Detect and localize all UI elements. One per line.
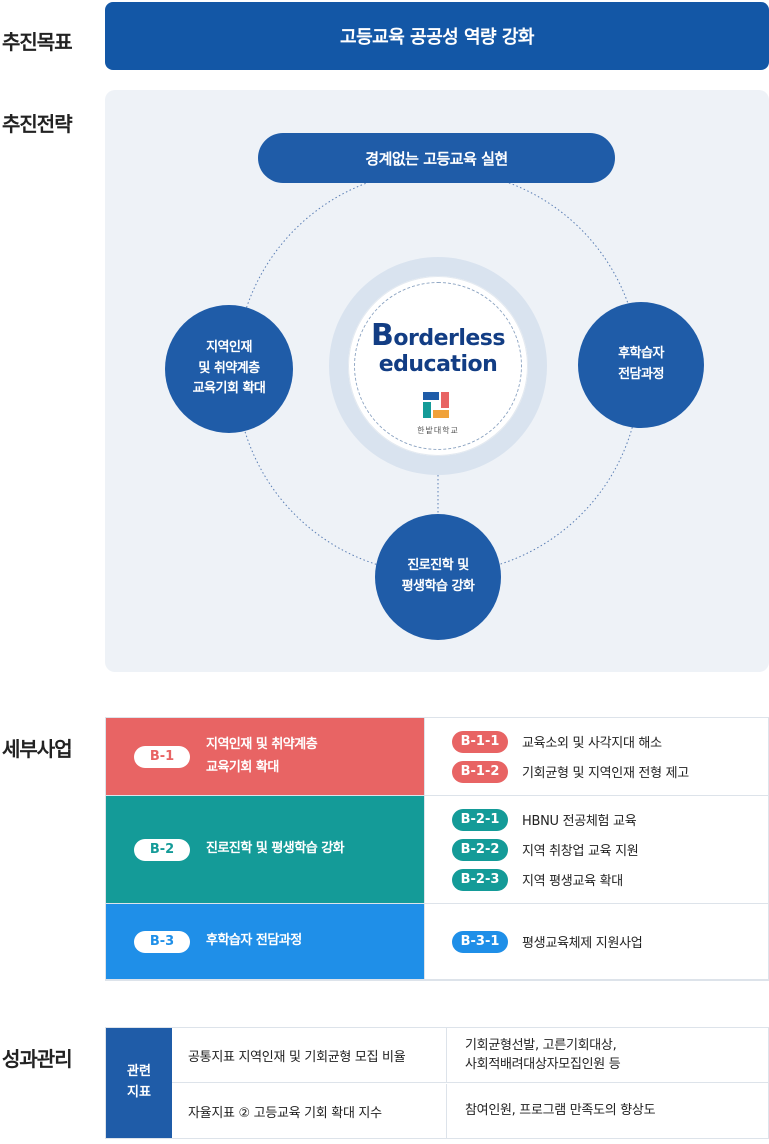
strategy-circle-right: 후학습자 전담과정 xyxy=(578,302,704,428)
performance-row: 자율지표 ② 고등교육 기회 확대 지수 참여인원, 프로그램 만족도의 향상도 xyxy=(172,1084,768,1138)
details-row-b1-items: B-1-1 교육소외 및 사각지대 해소 B-1-2 기회균형 및 지역인재 전… xyxy=(424,718,768,795)
brand-title-line2: education xyxy=(378,352,498,377)
details-row-b1-header: B-1 지역인재 및 취약계층 교육기회 확대 xyxy=(106,718,424,795)
performance-indicator: 자율지표 ② 고등교육 기회 확대 지수 xyxy=(172,1084,447,1138)
strategy-circle-bottom-text: 진로진학 및 평생학습 강화 xyxy=(401,558,475,594)
strategy-circle-bottom: 진로진학 및 평생학습 강화 xyxy=(375,514,501,640)
details-row-title: 진로진학 및 평생학습 강화 xyxy=(206,841,345,857)
brand-rest: orderless xyxy=(393,326,505,351)
strategy-top-pill: 경계없는 고등교육 실현 xyxy=(258,133,615,183)
details-table: B-1 지역인재 및 취약계층 교육기회 확대 B-1-1 교육소외 및 사각지… xyxy=(105,717,769,981)
strategy-circle-left: 지역인재 및 취약계층 교육기회 확대 xyxy=(165,305,293,433)
details-item: B-2-3 지역 평생교육 확대 xyxy=(452,868,768,891)
details-label: 세부사업 xyxy=(2,737,73,761)
performance-label: 성과관리 xyxy=(2,1047,73,1071)
brand-initial: B xyxy=(370,318,394,353)
details-item-text: HBNU 전공체험 교육 xyxy=(522,814,637,829)
details-item-badge: B-3-1 xyxy=(452,930,508,953)
details-item-badge: B-1-2 xyxy=(452,760,508,783)
details-code-badge: B-2 xyxy=(134,838,190,861)
details-row-title: 후학습자 전담과정 xyxy=(206,933,302,949)
details-row-b3-items: B-3-1 평생교육체제 지원사업 xyxy=(424,904,768,979)
details-item-badge: B-2-1 xyxy=(452,808,508,831)
details-item: B-2-1 HBNU 전공체험 교육 xyxy=(452,808,768,831)
details-row-b1: B-1 지역인재 및 취약계층 교육기회 확대 B-1-1 교육소외 및 사각지… xyxy=(106,718,768,796)
details-row-b2-items: B-2-1 HBNU 전공체험 교육 B-2-2 지역 취창업 교육 지원 B-… xyxy=(424,796,768,903)
details-row-b3: B-3 후학습자 전담과정 B-3-1 평생교육체제 지원사업 xyxy=(106,904,768,980)
details-item: B-2-2 지역 취창업 교육 지원 xyxy=(452,838,768,861)
details-row-b2-header: B-2 진로진학 및 평생학습 강화 xyxy=(106,796,424,903)
performance-target: 기회균형선발, 고른기회대상, 사회적배려대상자모집인원 등 xyxy=(465,1037,621,1073)
details-item-badge: B-2-3 xyxy=(452,868,508,891)
performance-table: 관련 지표 공통지표 지역인재 및 기회균형 모집 비율 기회균형선발, 고른기… xyxy=(105,1027,769,1139)
details-item: B-1-1 교육소외 및 사각지대 해소 xyxy=(452,730,768,753)
details-item-text: 교육소외 및 사각지대 해소 xyxy=(522,736,662,751)
details-row-b2: B-2 진로진학 및 평생학습 강화 B-2-1 HBNU 전공체험 교육 B-… xyxy=(106,796,768,904)
strategy-circle-left-text: 지역인재 및 취약계층 교육기회 확대 xyxy=(192,339,266,397)
details-row-title: 지역인재 및 취약계층 교육기회 확대 xyxy=(206,737,318,775)
university-name: 한밭대학교 xyxy=(417,426,459,435)
details-row-b3-header: B-3 후학습자 전담과정 xyxy=(106,904,424,979)
core-dashed-ring xyxy=(354,282,522,450)
details-item-text: 평생교육체제 지원사업 xyxy=(522,936,643,951)
details-code-badge: B-1 xyxy=(134,745,190,768)
strategy-circle-right-text: 후학습자 전담과정 xyxy=(618,346,664,382)
strategy-label: 추진전략 xyxy=(2,112,73,136)
details-code-badge: B-3 xyxy=(134,930,190,953)
details-item-text: 지역 평생교육 확대 xyxy=(522,874,623,889)
performance-target: 참여인원, 프로그램 만족도의 향상도 xyxy=(465,1103,656,1119)
performance-row: 공통지표 지역인재 및 기회균형 모집 비율 기회균형선발, 고른기회대상, 사… xyxy=(172,1028,768,1083)
details-item-text: 기회균형 및 지역인재 전형 제고 xyxy=(522,766,689,781)
details-item-badge: B-1-1 xyxy=(452,730,508,753)
details-item: B-1-2 기회균형 및 지역인재 전형 제고 xyxy=(452,760,768,783)
performance-indicator: 공통지표 지역인재 및 기회균형 모집 비율 xyxy=(172,1028,447,1082)
university-logo-icon xyxy=(423,392,449,418)
goal-banner: 고등교육 공공성 역량 강화 xyxy=(105,2,769,70)
details-item-badge: B-2-2 xyxy=(452,838,508,861)
details-item-text: 지역 취창업 교육 지원 xyxy=(522,844,639,859)
brand-title-line1: Borderless xyxy=(348,318,528,353)
goal-label: 추진목표 xyxy=(2,30,73,54)
details-column-divider xyxy=(424,718,425,980)
performance-table-head: 관련 지표 xyxy=(106,1028,172,1138)
details-item: B-3-1 평생교육체제 지원사업 xyxy=(452,930,768,953)
